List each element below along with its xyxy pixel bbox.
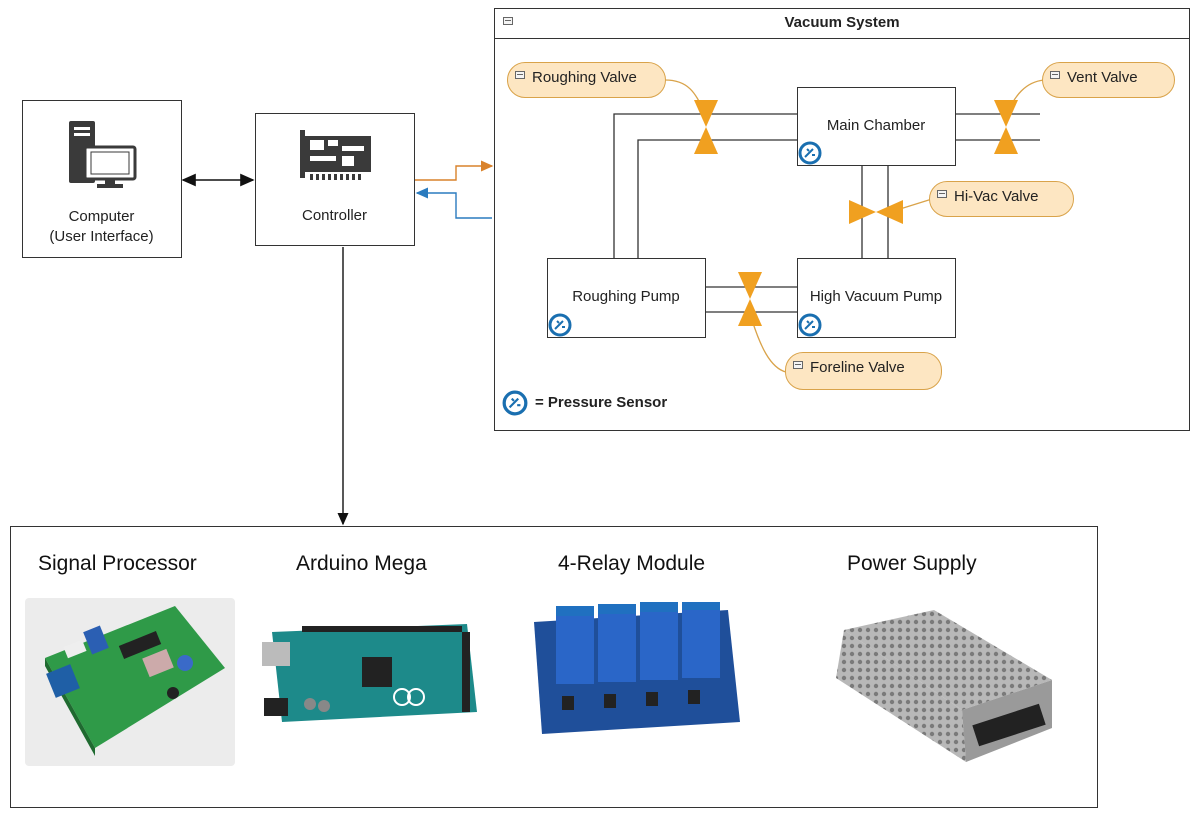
vacuum-to-controller-arrow	[415, 187, 492, 219]
power-supply-image	[824, 610, 1054, 764]
computer-label-line1: Computer	[68, 208, 135, 225]
roughing-valve-label[interactable]: Roughing Valve	[507, 62, 666, 98]
valve-label-icon	[1050, 71, 1060, 79]
vacuum-system-title-divider	[495, 38, 1189, 39]
vent-valve-text: Vent Valve	[1067, 69, 1138, 86]
controller-to-vacuum-arrow	[415, 160, 494, 181]
high-vacuum-pump-label: High Vacuum Pump	[809, 288, 943, 305]
signal-processor-image	[25, 598, 235, 766]
pressure-gauge-icon	[502, 390, 528, 416]
high-vacuum-pump-node[interactable]: High Vacuum Pump	[797, 258, 956, 338]
vacuum-system-panel: Vacuum System	[494, 8, 1190, 431]
vent-valve-icon[interactable]	[994, 100, 1018, 154]
computer-label-line2: (User Interface)	[49, 228, 154, 245]
desktop-computer-icon	[69, 121, 137, 188]
hi-vac-valve-text: Hi-Vac Valve	[954, 188, 1039, 205]
computer-label: Computer (User Interface)	[23, 207, 180, 247]
valve-label-icon	[793, 361, 803, 369]
signal-processor-title: Signal Processor	[38, 552, 197, 575]
power-supply-title: Power Supply	[847, 552, 977, 575]
computer-node[interactable]: Computer (User Interface)	[22, 100, 182, 258]
foreline-valve-label[interactable]: Foreline Valve	[785, 352, 942, 390]
roughing-pump-label: Roughing Pump	[572, 288, 680, 305]
main-chamber-node[interactable]: Main Chamber	[797, 87, 956, 166]
circuit-board-icon	[300, 130, 371, 180]
hi-vac-valve-label[interactable]: Hi-Vac Valve	[929, 181, 1074, 217]
foreline-valve-text: Foreline Valve	[810, 359, 905, 376]
pressure-gauge-icon	[798, 141, 822, 165]
controller-node[interactable]: Controller	[255, 113, 415, 246]
main-chamber-label: Main Chamber	[826, 117, 926, 134]
relay-image	[528, 602, 744, 738]
hi-vac-valve-icon[interactable]	[849, 200, 903, 224]
relay-title: 4-Relay Module	[558, 552, 706, 575]
arduino-image	[262, 612, 482, 730]
collapse-icon[interactable]	[503, 17, 513, 25]
legend-label: = Pressure Sensor	[535, 394, 668, 411]
roughing-pump-node[interactable]: Roughing Pump	[547, 258, 706, 338]
foreline-valve-icon[interactable]	[738, 272, 762, 326]
roughing-valve-icon[interactable]	[694, 100, 718, 154]
pressure-gauge-icon	[548, 313, 572, 337]
vacuum-system-title: Vacuum System	[784, 14, 900, 31]
valve-label-icon	[515, 71, 525, 79]
vent-valve-label[interactable]: Vent Valve	[1042, 62, 1175, 98]
valve-label-icon	[937, 190, 947, 198]
pressure-gauge-icon	[798, 313, 822, 337]
roughing-valve-text: Roughing Valve	[532, 69, 637, 86]
arduino-title: Arduino Mega	[296, 552, 427, 575]
controller-label: Controller	[301, 207, 368, 224]
